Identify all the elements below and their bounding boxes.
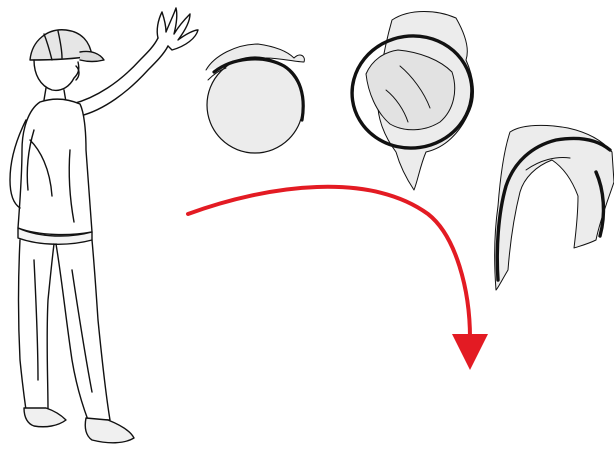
open-hand bbox=[157, 8, 198, 50]
right-shoe bbox=[85, 418, 134, 443]
cap-phase-1 bbox=[206, 44, 304, 153]
cap-phase-2 bbox=[345, 12, 479, 191]
motion-arrow bbox=[188, 187, 488, 370]
right-leg bbox=[56, 240, 110, 420]
cap-phase-3 bbox=[495, 125, 614, 290]
arrowhead bbox=[452, 334, 488, 370]
person-figure bbox=[10, 8, 198, 443]
left-shoe bbox=[24, 408, 66, 427]
torso bbox=[18, 99, 92, 234]
person-cap bbox=[30, 30, 104, 62]
